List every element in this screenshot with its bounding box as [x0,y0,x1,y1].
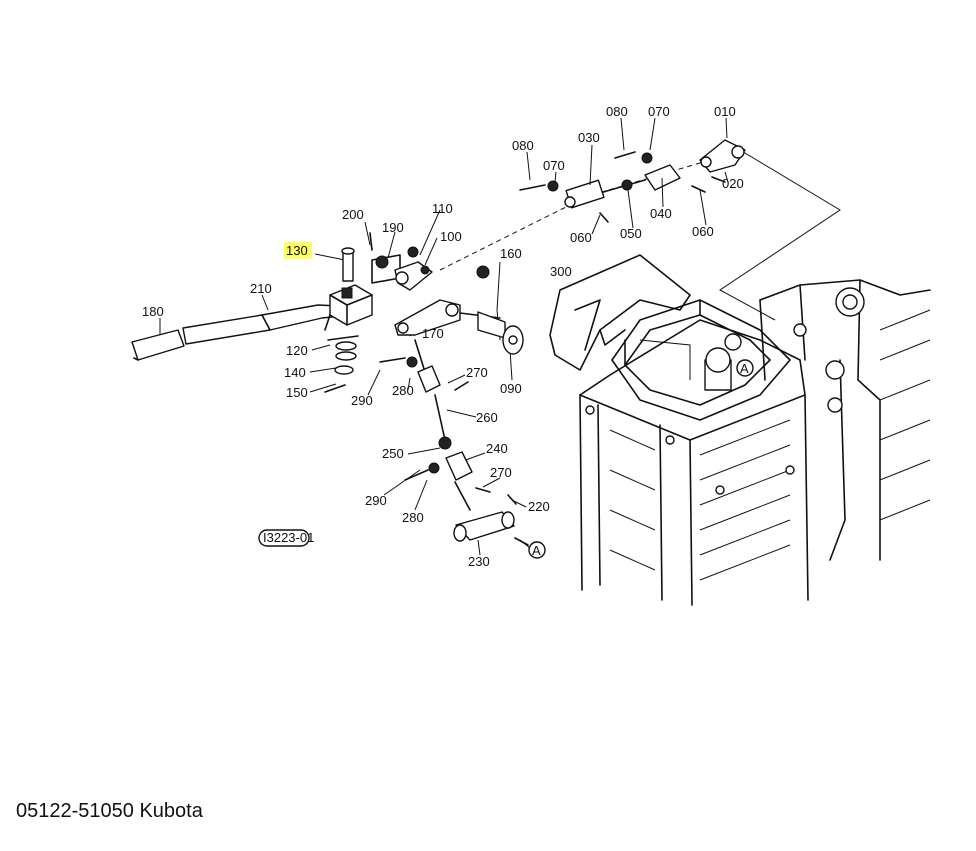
label-090: 090 [500,381,522,396]
label-250: 250 [382,446,404,461]
part-300-cover [549,254,691,371]
shift-arm-assembly [379,265,529,546]
drawing-code-badge: I3223-01 [258,529,314,547]
label-150: 150 [286,385,308,400]
label-170: 170 [422,326,444,341]
label-200: 200 [342,207,364,222]
label-220: 220 [528,499,550,514]
upper-linkage [519,139,746,223]
label-260: 260 [476,410,498,425]
label-280: 280 [392,383,414,398]
svg-text:A: A [532,543,541,558]
label-060: 060 [570,230,592,245]
part-210-lever [131,304,343,361]
label-280b: 280 [402,510,424,525]
ref-marker-a-2: A [528,541,546,559]
label-300: 300 [550,264,572,279]
transmission-housing [579,299,809,606]
label-270: 270 [466,365,488,380]
label-180: 180 [142,304,164,319]
label-070b: 070 [543,158,565,173]
part-labels: 080 070 010 030 080 070 020 040 060 050 … [142,104,744,569]
caption-part-number: 05122-51050 Kubota [16,800,203,822]
label-060b: 060 [692,224,714,239]
label-290: 290 [351,393,373,408]
leader-lines [159,117,729,556]
label-230: 230 [468,554,490,569]
label-080: 080 [606,104,628,119]
label-030: 030 [578,130,600,145]
label-050: 050 [620,226,642,241]
svg-text:A: A [740,361,749,376]
svg-text:I3223-01: I3223-01 [263,530,314,545]
parts-diagram: 080 070 010 030 080 070 020 040 060 050 … [131,104,931,606]
highlight-130 [284,242,312,259]
label-070: 070 [648,104,670,119]
label-140: 140 [284,365,306,380]
rear-housing [759,279,931,561]
label-160: 160 [500,246,522,261]
label-130: 130 [286,243,308,258]
label-100: 100 [440,229,462,244]
label-020: 020 [722,176,744,191]
ref-marker-a-1: A [736,359,754,377]
label-290b: 290 [365,493,387,508]
label-080b: 080 [512,138,534,153]
pivot-assembly [324,232,433,393]
label-190: 190 [382,220,404,235]
label-270b: 270 [490,465,512,480]
label-110: 110 [432,201,453,216]
label-040: 040 [650,206,672,221]
label-010: 010 [714,104,736,119]
label-240: 240 [486,441,508,456]
label-120: 120 [286,343,308,358]
label-210: 210 [250,281,272,296]
